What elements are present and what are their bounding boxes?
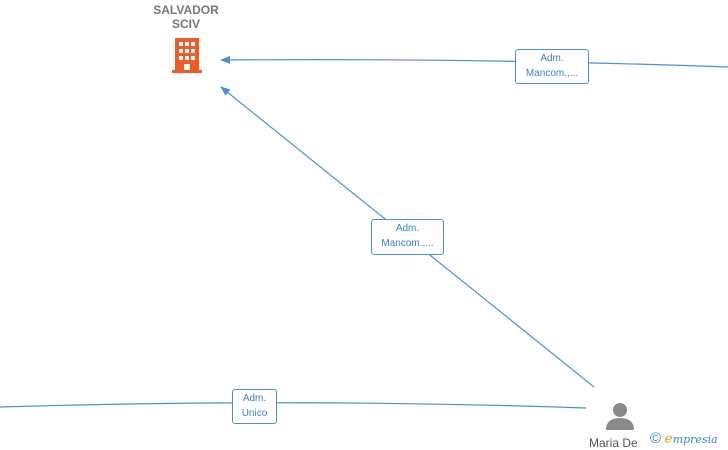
company-name-line2: SCIV bbox=[171, 17, 200, 31]
edge-line-top bbox=[220, 55, 728, 68]
edge-label-role: Adm. bbox=[242, 393, 267, 404]
edge-label-diagonal[interactable]: Adm. Mancom.,... bbox=[371, 219, 444, 255]
company-name[interactable]: SALVADOR SCIV bbox=[136, 3, 236, 31]
edge-label-detail: Mancom.,... bbox=[381, 238, 434, 249]
edge-label-detail: Mancom.,... bbox=[525, 68, 579, 79]
edge-label-detail: Unico bbox=[241, 408, 268, 419]
person-name[interactable]: Maria De bbox=[589, 436, 637, 450]
edge-label-top[interactable]: Adm. Mancom.,... bbox=[515, 49, 589, 84]
edge-label-bottom[interactable]: Adm. Unico bbox=[232, 389, 277, 424]
edge-label-role: Adm. bbox=[395, 223, 420, 234]
edge-line-bottom bbox=[0, 402, 587, 409]
brand-name: mpresia bbox=[672, 433, 718, 446]
company-name-line1: SALVADOR bbox=[153, 3, 219, 17]
footer-brand: © empresia bbox=[650, 430, 718, 447]
person-icon[interactable] bbox=[606, 403, 634, 430]
building-icon[interactable] bbox=[172, 38, 202, 73]
brand-initial: e bbox=[664, 431, 673, 447]
copyright-symbol: © bbox=[650, 430, 662, 447]
edge-label-role: Adm. bbox=[540, 53, 564, 64]
